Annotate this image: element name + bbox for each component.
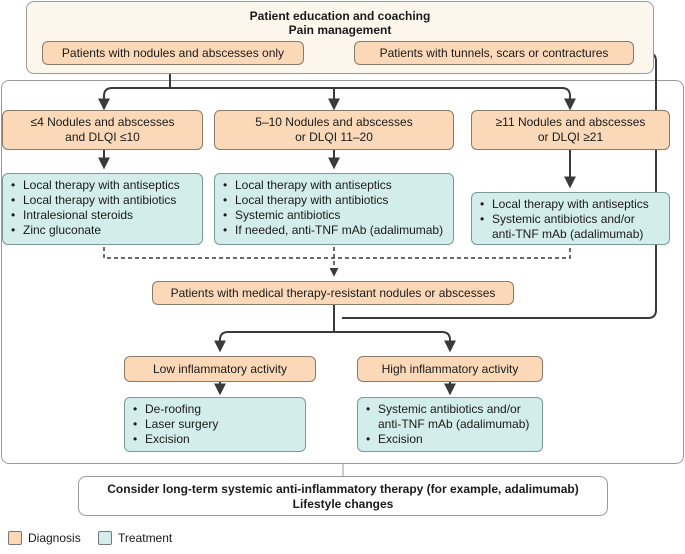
severity-line: or DLQI 11–20 xyxy=(295,130,373,144)
connector-activity xyxy=(214,331,229,353)
treatment-item: Systemic antibiotics xyxy=(223,208,445,223)
legend-diagnosis-label: Diagnosis xyxy=(28,531,81,545)
severity-line: ≥11 Nodules and abscesses xyxy=(495,115,646,129)
severity-line: or DLQI ≥21 xyxy=(537,130,604,144)
treatment-item: Excision xyxy=(133,432,297,447)
treatment-item: Systemic antibiotics and/or xyxy=(366,402,534,417)
treatment-box-mid: Local therapy with antiseptics Local the… xyxy=(214,173,454,245)
legend-diagnosis-swatch xyxy=(8,531,22,545)
lifestyle-title: Lifestyle changes xyxy=(292,497,394,511)
treatment-item: Local therapy with antiseptics xyxy=(11,178,194,193)
nodules-only-label: Patients with nodules and abscesses only xyxy=(61,45,285,60)
severity-line: ≤4 Nodules and abscesses xyxy=(30,115,175,129)
high-activity-box: High inflammatory activity xyxy=(357,356,543,382)
tunnels-label: Patients with tunnels, scars or contract… xyxy=(379,45,609,60)
treatment-item: Local therapy with antibiotics xyxy=(11,193,194,208)
severity-line: and DLQI ≤10 xyxy=(65,130,140,144)
high-activity-treatment-box: Systemic antibiotics and/or anti-TNF mAb… xyxy=(357,397,543,452)
tunnels-box: Patients with tunnels, scars or contract… xyxy=(354,41,634,65)
treatment-item: If needed, anti-TNF mAb (adalimumab) xyxy=(223,223,445,238)
treatment-item: Excision xyxy=(366,432,534,447)
low-activity-box: Low inflammatory activity xyxy=(124,356,316,382)
treatment-item: Intralesional steroids xyxy=(11,208,194,223)
treatment-item: anti-TNF mAb (adalimumab) xyxy=(492,227,644,241)
education-title: Patient education and coaching xyxy=(249,9,431,23)
resistant-label: Patients with medical therapy-resistant … xyxy=(170,285,496,300)
main-frame xyxy=(1,80,684,464)
treatment-item: Laser surgery xyxy=(133,417,297,432)
long-term-title: Consider long-term systemic anti-inflamm… xyxy=(107,482,579,496)
connector-horizontal xyxy=(98,87,113,111)
dashed-connector xyxy=(103,247,571,259)
low-activity-treatment-box: De-roofing Laser surgery Excision xyxy=(124,397,306,452)
connector-horizontal xyxy=(112,87,576,111)
treatment-item: Zinc gluconate xyxy=(11,223,194,238)
connector-activity xyxy=(228,331,456,353)
nodules-only-box: Patients with nodules and abscesses only xyxy=(42,41,304,65)
treatment-item: Local therapy with antiseptics xyxy=(223,178,445,193)
pain-management-title: Pain management xyxy=(288,23,392,37)
treatment-item: Systemic antibiotics and/or xyxy=(480,212,661,227)
long-term-box: Consider long-term systemic anti-inflamm… xyxy=(78,476,608,516)
high-activity-label: High inflammatory activity xyxy=(381,361,519,376)
treatment-item: De-roofing xyxy=(133,402,297,417)
resistant-box: Patients with medical therapy-resistant … xyxy=(152,281,514,305)
treatment-item: Local therapy with antiseptics xyxy=(480,197,661,212)
treatment-box-low: Local therapy with antiseptics Local the… xyxy=(2,173,203,245)
treatment-box-high: Local therapy with antiseptics Systemic … xyxy=(471,192,670,245)
treatment-item: anti-TNF mAb (adalimumab) xyxy=(378,417,530,431)
severity-line: 5–10 Nodules and abscesses xyxy=(255,115,413,129)
low-activity-label: Low inflammatory activity xyxy=(152,361,288,376)
legend-treatment-label: Treatment xyxy=(118,531,173,545)
legend-treatment-swatch xyxy=(98,531,112,545)
treatment-item: Local therapy with antibiotics xyxy=(223,193,445,208)
